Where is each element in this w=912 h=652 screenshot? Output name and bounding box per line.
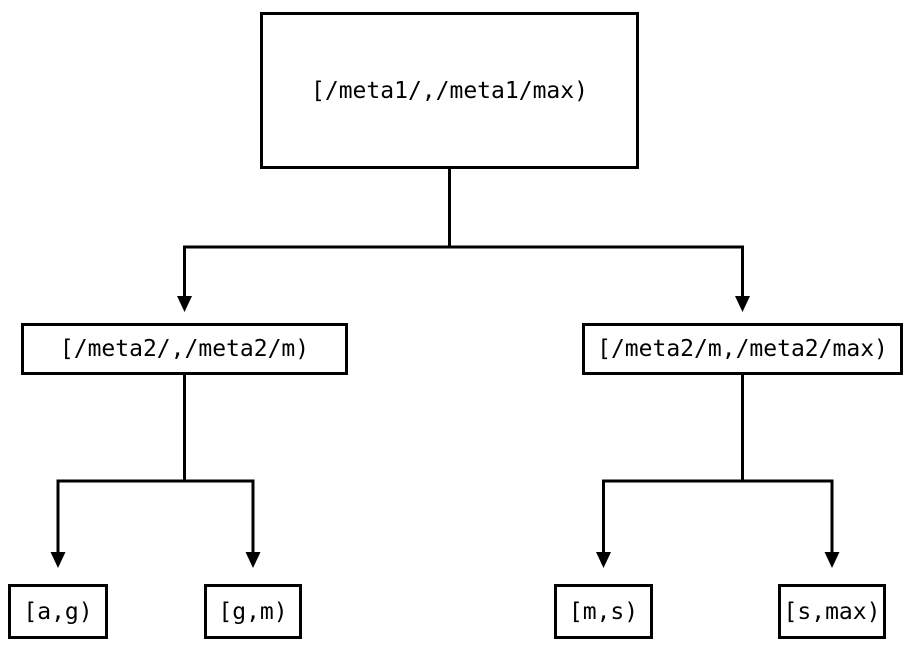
- edge-left-children: [50, 375, 261, 568]
- node-leaf-smax: [s,max): [778, 584, 886, 639]
- node-leaf-ag: [a,g): [8, 584, 108, 639]
- arrow-down-icon: [177, 296, 192, 312]
- node-right-interval: [/meta2/m,/meta2/max): [582, 323, 903, 375]
- edge-right-children: [596, 375, 840, 568]
- edge-root-children: [177, 169, 750, 312]
- node-root-interval: [/meta1/,/meta1/max): [260, 12, 639, 169]
- arrow-down-icon: [596, 552, 611, 568]
- node-left-interval: [/meta2/,/meta2/m): [21, 323, 348, 375]
- arrow-down-icon: [735, 296, 750, 312]
- arrow-down-icon: [50, 552, 66, 568]
- arrow-down-icon: [824, 552, 840, 568]
- node-leaf-gm: [g,m): [204, 584, 302, 639]
- arrow-down-icon: [245, 552, 261, 568]
- node-leaf-ms: [m,s): [554, 584, 653, 639]
